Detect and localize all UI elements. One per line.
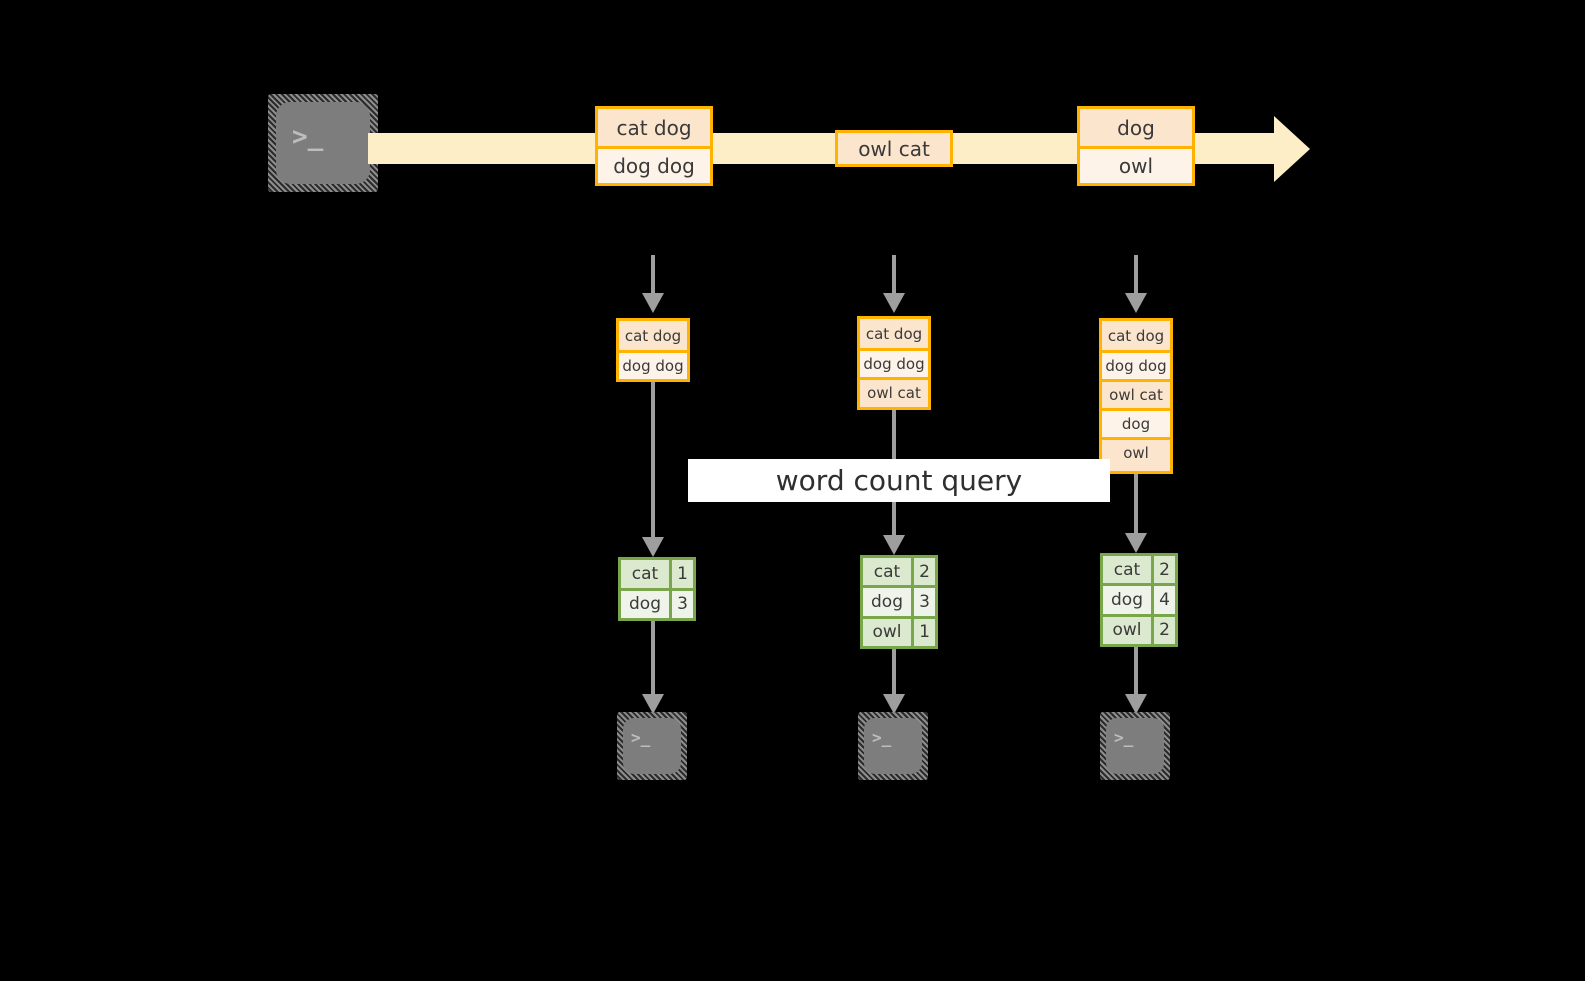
snapshot-2-record-3: owl cat: [860, 377, 928, 406]
table-row: dog 4: [1103, 583, 1175, 614]
stream-to-snapshot-2-arrowhead: [883, 293, 905, 313]
terminal-body: [623, 718, 681, 774]
snapshot-3-to-result-arrowhead: [1125, 533, 1147, 553]
terminal-body: [864, 718, 922, 774]
table-row: dog 3: [863, 585, 935, 616]
snapshot-2-records[interactable]: cat dog dog dog owl cat: [857, 316, 931, 410]
snapshot-2-record-1: cat dog: [865, 324, 923, 343]
snapshot-1-to-result-line: [651, 382, 655, 550]
result-word: dog: [863, 588, 911, 616]
result-word: cat: [631, 563, 659, 584]
stream-to-snapshot-1-arrowhead: [642, 293, 664, 313]
terminal-prompt-glyph: >_: [292, 122, 324, 152]
stream-event-2-line-1: owl cat: [858, 136, 930, 161]
result-3-to-sink-arrowhead: [1125, 694, 1147, 714]
snapshot-2-to-result-arrowhead: [883, 535, 905, 555]
result-word: dog: [621, 590, 669, 618]
stream-event-1-line-1: cat dog: [616, 115, 692, 140]
result-word: owl: [1112, 620, 1142, 641]
result-word: dog: [1103, 586, 1151, 614]
query-label-text: word count query: [775, 464, 1023, 497]
stream-event-1[interactable]: cat dog dog dog: [595, 106, 713, 186]
snapshot-1-result-table[interactable]: cat 1 dog 3: [618, 557, 696, 621]
snapshot-1-to-result-arrowhead: [642, 537, 664, 557]
result-word: cat: [1113, 559, 1141, 580]
result-count: 1: [669, 560, 693, 588]
stream-event-3-line-2: owl: [1080, 146, 1192, 183]
stream-to-snapshot-3-arrowhead: [1125, 293, 1147, 313]
terminal-prompt-glyph: >_: [872, 728, 892, 747]
result-count: 3: [911, 588, 935, 616]
stream-event-3-line-1: dog: [1117, 115, 1155, 140]
table-row: dog 3: [621, 587, 693, 618]
terminal-body: [1106, 718, 1164, 774]
source-terminal-icon: >_: [268, 94, 378, 192]
table-row: owl 1: [863, 615, 935, 646]
result-2-to-sink-arrowhead: [883, 694, 905, 714]
stream-event-2[interactable]: owl cat: [835, 130, 953, 167]
result-3-to-sink-line: [1134, 647, 1138, 706]
stream-to-snapshot-1-line: [651, 255, 655, 295]
result-count: 2: [1151, 616, 1175, 644]
result-count: 3: [669, 590, 693, 618]
result-2-to-sink-line: [892, 649, 896, 706]
table-row: cat 2: [1103, 556, 1175, 584]
query-label-band: word count query: [688, 459, 1110, 502]
snapshot-3-records[interactable]: cat dog dog dog owl cat dog owl: [1099, 318, 1173, 474]
result-count: 4: [1151, 586, 1175, 614]
snapshot-3-record-1: cat dog: [1107, 326, 1165, 345]
snapshot-3-sink-terminal-icon: >_: [1100, 712, 1170, 780]
stream-event-3[interactable]: dog owl: [1077, 106, 1195, 186]
result-count: 2: [911, 558, 935, 586]
snapshot-3-record-5: owl: [1102, 437, 1170, 466]
snapshot-2-sink-terminal-icon: >_: [858, 712, 928, 780]
snapshot-3-record-2: dog dog: [1102, 350, 1170, 379]
result-1-to-sink-line: [651, 621, 655, 706]
result-word: owl: [872, 622, 902, 643]
stream-arrow-head: [1274, 116, 1310, 182]
snapshot-3-result-table[interactable]: cat 2 dog 4 owl 2: [1100, 553, 1178, 647]
terminal-prompt-glyph: >_: [1114, 728, 1134, 747]
snapshot-2-result-table[interactable]: cat 2 dog 3 owl 1: [860, 555, 938, 649]
snapshot-2-record-2: dog dog: [860, 348, 928, 377]
table-row: cat 1: [621, 560, 693, 588]
stream-event-1-line-2: dog dog: [598, 146, 710, 183]
result-count: 2: [1151, 556, 1175, 584]
table-row: owl 2: [1103, 613, 1175, 644]
snapshot-1-record-1: cat dog: [624, 326, 682, 345]
snapshot-1-records[interactable]: cat dog dog dog: [616, 318, 690, 382]
terminal-prompt-glyph: >_: [631, 728, 651, 747]
result-word: cat: [873, 561, 901, 582]
terminal-body: [276, 102, 370, 184]
result-count: 1: [911, 618, 935, 646]
stream-to-snapshot-3-line: [1134, 255, 1138, 295]
stream-to-snapshot-2-line: [892, 255, 896, 295]
snapshot-1-sink-terminal-icon: >_: [617, 712, 687, 780]
snapshot-3-record-4: dog: [1102, 408, 1170, 437]
result-1-to-sink-arrowhead: [642, 694, 664, 714]
table-row: cat 2: [863, 558, 935, 586]
snapshot-3-record-3: owl cat: [1102, 379, 1170, 408]
snapshot-3-to-result-line: [1134, 474, 1138, 550]
snapshot-1-record-2: dog dog: [619, 350, 687, 379]
